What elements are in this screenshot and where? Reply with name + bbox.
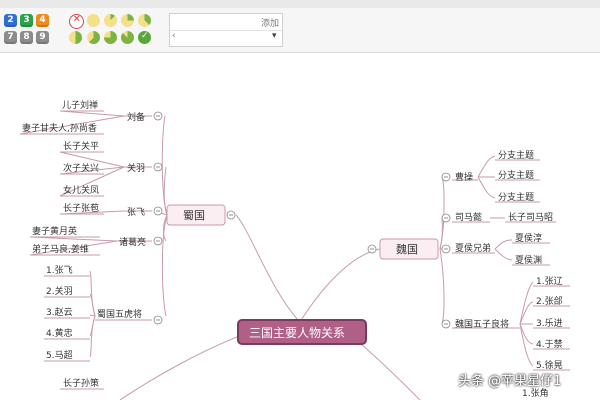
generals-label[interactable]: 魏国五子良将 bbox=[455, 318, 509, 330]
zhangfei-child-1[interactable]: 长子张苞 bbox=[63, 202, 99, 214]
zhangfei-label[interactable]: 张飞 bbox=[127, 207, 145, 218]
window-top-strip bbox=[0, 0, 600, 8]
progress-50-icon[interactable] bbox=[69, 31, 82, 44]
priority-8-icon[interactable]: 8 bbox=[20, 31, 33, 44]
priority-3-icon[interactable]: 3 bbox=[20, 14, 33, 27]
generals-child-5[interactable]: 5.徐晃 bbox=[536, 359, 563, 371]
progress-done-icon[interactable] bbox=[138, 31, 151, 44]
add-label[interactable]: 添加 bbox=[261, 19, 280, 29]
generals-child-3[interactable]: 3.乐进 bbox=[536, 317, 563, 329]
guanyu-label[interactable]: 关羽 bbox=[127, 162, 145, 174]
progress-12-icon[interactable] bbox=[104, 14, 117, 27]
progress-62-icon[interactable] bbox=[87, 31, 100, 44]
generals-child-2[interactable]: 2.张郃 bbox=[536, 295, 563, 307]
liubei-child-2[interactable]: 妻子甘夫人,孙尚香 bbox=[22, 122, 97, 134]
priority-9-icon[interactable]: 9 bbox=[36, 31, 49, 44]
wu-partial-child[interactable]: 长子孙策 bbox=[63, 377, 99, 389]
progress-0-icon[interactable] bbox=[87, 14, 100, 27]
combo-left-arrow-icon[interactable]: ‹ bbox=[172, 31, 176, 41]
tiger-child-1[interactable]: 1.张飞 bbox=[46, 265, 73, 276]
remove-progress-icon[interactable] bbox=[69, 14, 84, 29]
priority-2-icon[interactable]: 2 bbox=[4, 14, 17, 27]
combo-divider bbox=[170, 30, 282, 31]
caocao-child-3[interactable]: 分支主题 bbox=[498, 191, 534, 203]
xiahou-child-2[interactable]: 夏侯渊 bbox=[515, 254, 542, 266]
liubei-child-1[interactable]: 儿子刘禅 bbox=[62, 99, 98, 111]
xiahou-label[interactable]: 夏侯兄弟 bbox=[455, 242, 491, 254]
liubei-label[interactable]: 刘备 bbox=[127, 111, 145, 123]
guanyu-child-1[interactable]: 长子关平 bbox=[63, 140, 99, 152]
zhuge-child-2[interactable]: 弟子马良,姜维 bbox=[32, 243, 89, 255]
priority-4-icon[interactable]: 4 bbox=[36, 14, 49, 27]
shu-node-box[interactable] bbox=[166, 204, 226, 226]
progress-75-icon[interactable] bbox=[104, 31, 117, 44]
wei-label[interactable]: 魏国 bbox=[396, 242, 418, 256]
tiger-child-5[interactable]: 5.马超 bbox=[46, 349, 73, 361]
center-node-box[interactable] bbox=[237, 319, 367, 345]
watermark: 头条 @苹果星仔1 bbox=[458, 374, 562, 389]
remove-x-icon: × bbox=[73, 14, 81, 24]
bottom-partial-child[interactable]: 1.张角 bbox=[522, 387, 549, 399]
mindmap-connections: 蜀国 魏国 三国主要人物关系 刘备 儿子刘禅 妻子甘夫人,孙尚香 关羽 长子关平… bbox=[19, 99, 570, 400]
caocao-child-1[interactable]: 分支主题 bbox=[498, 149, 534, 161]
simayi-child-1[interactable]: 长子司马昭 bbox=[508, 211, 553, 223]
combo-dropdown-icon[interactable]: ▾ bbox=[272, 31, 277, 41]
mindmap-canvas: 蜀国 魏国 三国主要人物关系 刘备 儿子刘禅 妻子甘夫人,孙尚香 关羽 长子关平… bbox=[0, 53, 600, 400]
guanyu-child-2[interactable]: 次子关兴 bbox=[63, 162, 99, 174]
shu-label[interactable]: 蜀国 bbox=[183, 209, 205, 222]
check-icon: ✓ bbox=[141, 31, 149, 41]
tiger-label[interactable]: 蜀国五虎将 bbox=[97, 308, 142, 320]
progress-37-icon[interactable] bbox=[138, 14, 151, 27]
xiahou-child-1[interactable]: 夏侯淳 bbox=[515, 232, 542, 244]
progress-87-icon[interactable] bbox=[121, 31, 134, 44]
priority-7-icon[interactable]: 7 bbox=[4, 31, 17, 44]
guanyu-child-3[interactable]: 女儿关凤 bbox=[63, 184, 99, 196]
zhuge-label[interactable]: 诸葛亮 bbox=[119, 236, 146, 248]
generals-child-4[interactable]: 4.于禁 bbox=[536, 339, 563, 350]
zhuge-child-1[interactable]: 妻子黄月英 bbox=[32, 225, 77, 237]
tiger-child-2[interactable]: 2.关羽 bbox=[46, 285, 73, 297]
simayi-label[interactable]: 司马懿 bbox=[455, 211, 482, 223]
progress-25-icon[interactable] bbox=[121, 14, 134, 27]
center-title[interactable]: 三国主要人物关系 bbox=[249, 326, 345, 340]
tiger-child-4[interactable]: 4.黄忠 bbox=[46, 327, 73, 339]
wei-node-box[interactable] bbox=[379, 238, 439, 260]
toolbar: 2 3 4 7 8 9 × ✓ ‹ 添加 ▾ bbox=[0, 0, 600, 53]
tiger-child-3[interactable]: 3.赵云 bbox=[46, 306, 73, 318]
caocao-label[interactable]: 曹操 bbox=[455, 171, 473, 183]
caocao-child-2[interactable]: 分支主题 bbox=[498, 169, 534, 181]
search-combo[interactable] bbox=[169, 13, 283, 47]
generals-child-1[interactable]: 1.张辽 bbox=[536, 276, 563, 287]
